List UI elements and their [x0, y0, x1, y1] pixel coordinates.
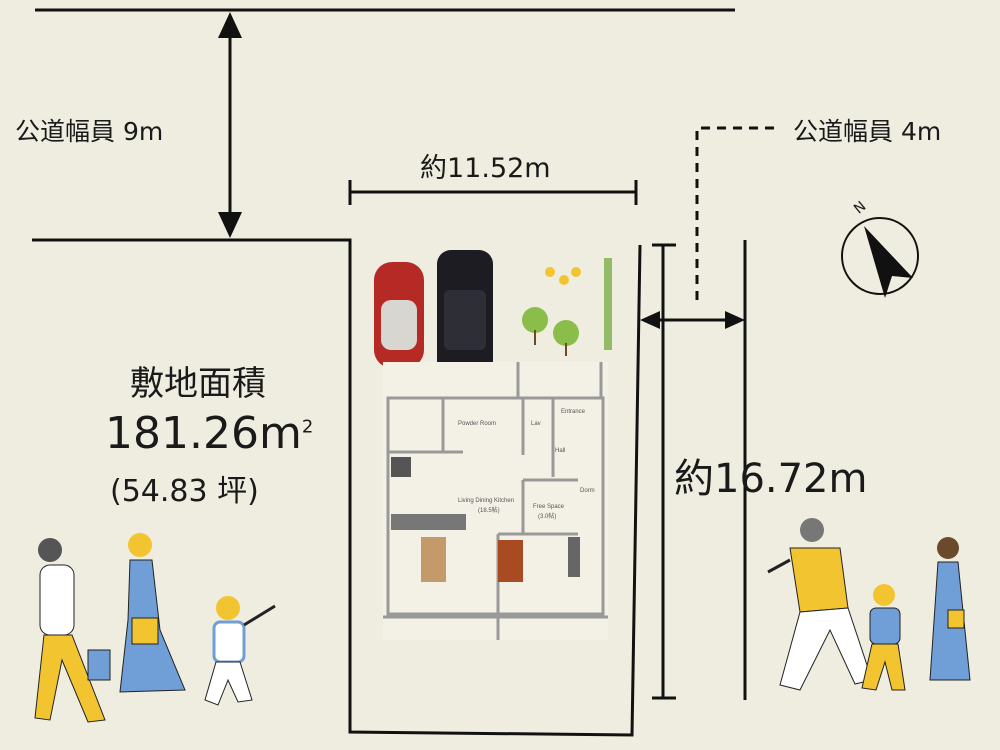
car-red-icon	[374, 262, 424, 368]
family-right-illustration	[767, 518, 971, 691]
road-width-right-label: 公道幅員 4m	[793, 117, 942, 146]
site-area-unit-sup: 2	[301, 416, 314, 438]
site-area-value: 181.26m2	[105, 408, 313, 459]
trees-icon	[522, 258, 612, 356]
room-label-free-space: Free Space	[533, 504, 565, 510]
floor-plan-walls	[383, 362, 608, 640]
lot-depth-label: 約16.72m	[674, 456, 868, 502]
floor-plan: Powder Room Lav Entrance Hall Dorm Livin…	[383, 362, 608, 640]
room-label-powder: Powder Room	[458, 421, 497, 427]
compass-icon	[841, 217, 919, 298]
family-left-illustration	[34, 533, 276, 723]
lot-width-label: 約11.52m	[420, 153, 551, 184]
site-area-title: 敷地面積	[130, 364, 266, 404]
site-area-number: 181.26m	[105, 408, 302, 459]
room-label-entrance: Entrance	[561, 409, 586, 415]
room-label-free-space-size: (3.0帖)	[538, 514, 557, 520]
room-label-dorm: Dorm	[580, 488, 595, 494]
car-black-icon	[437, 250, 493, 378]
room-label-ldk-size: (18.5帖)	[478, 508, 500, 514]
road-width-top-label: 公道幅員 9m	[15, 117, 164, 146]
site-area-tsubo: (54.83 坪)	[110, 474, 259, 509]
room-label-ldk: Living Dining Kitchen	[458, 498, 515, 504]
lot-boundary	[32, 238, 642, 737]
room-label-lav: Lav	[531, 421, 541, 427]
leader-dashed	[695, 126, 780, 300]
room-label-hall: Hall	[555, 448, 566, 454]
